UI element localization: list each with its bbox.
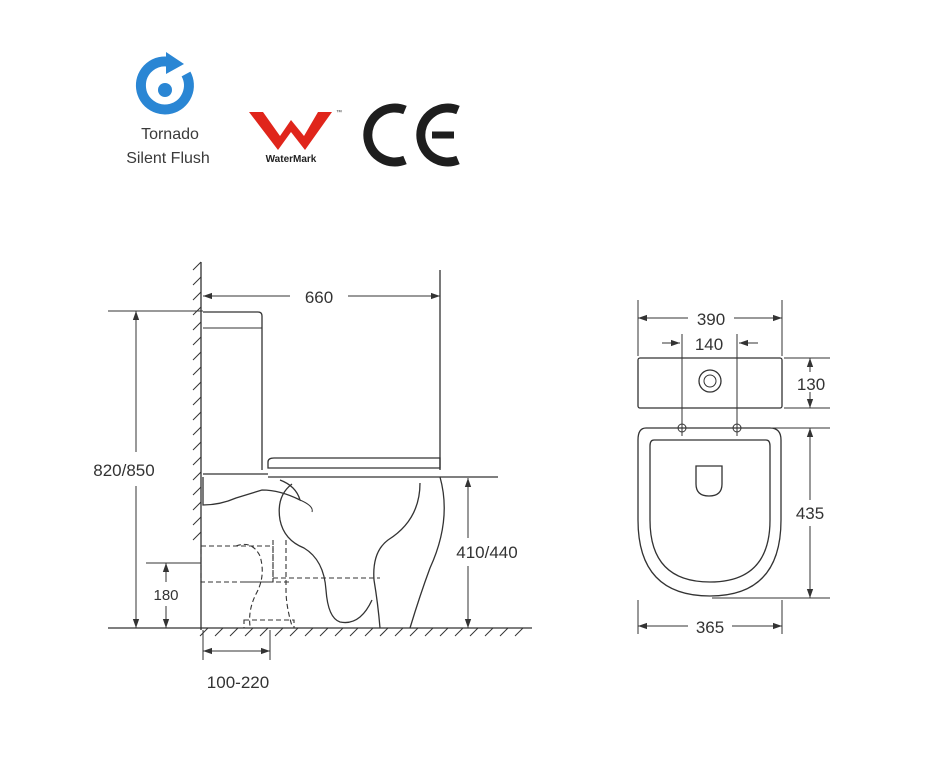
bowl-outlet-outline	[695, 465, 723, 497]
tornado-logo-line1: Tornado	[141, 126, 199, 143]
bowl-body	[202, 476, 445, 629]
ce-e-letter	[416, 103, 460, 167]
dim-depth: 660	[203, 288, 440, 307]
dim-overall-width: 390	[637, 300, 783, 356]
dim-rough-in: 100-220	[202, 630, 271, 692]
dim-rough-in-label: 100-220	[207, 673, 269, 692]
ce-c-letter	[363, 103, 407, 167]
dim-tank-depth: 130	[784, 357, 830, 409]
cistern-outline	[203, 311, 268, 475]
dim-overall-width-label: 390	[697, 310, 725, 329]
dim-bowl-depth: 435	[712, 427, 830, 599]
dim-total-height: 820/850	[93, 310, 203, 628]
seat-lid	[267, 270, 498, 478]
tornado-logo-line2: Silent Flush	[126, 150, 210, 167]
dim-total-height-label: 820/850	[93, 461, 154, 480]
watermark-tm: ™	[336, 109, 342, 116]
side-view: 660 820/850 410/440 180 100-220	[93, 261, 532, 692]
dim-depth-label: 660	[305, 288, 333, 307]
tornado-logo: Tornado Silent Flush	[126, 52, 210, 167]
tank-top-outline	[637, 357, 783, 409]
dim-hole-spacing: 140	[662, 334, 758, 420]
dim-bowl-depth-label: 435	[796, 504, 824, 523]
concealed-trap-dashed	[200, 540, 380, 629]
dim-outlet-height: 180	[146, 562, 201, 628]
wall-hatching	[192, 261, 202, 541]
watermark-logo: WaterMark ™	[249, 109, 342, 165]
top-view: 390 140 130 435	[637, 300, 830, 637]
bowl-outer-outline	[637, 427, 782, 597]
bowl-inner-outline	[649, 439, 771, 583]
dim-bowl-width: 365	[637, 600, 783, 637]
dim-outlet-height-label: 180	[153, 587, 178, 604]
tornado-swirl-icon	[135, 52, 194, 115]
floor-hatching	[199, 627, 524, 637]
dim-hole-spacing-label: 140	[695, 335, 723, 354]
dim-seat-height-label: 410/440	[456, 543, 517, 562]
flush-button-icon	[698, 369, 722, 393]
dim-bowl-width-label: 365	[696, 618, 724, 637]
dim-seat-height: 410/440	[456, 478, 518, 628]
watermark-w-icon	[249, 112, 332, 150]
ce-mark-logo	[363, 103, 460, 167]
dim-tank-depth-label: 130	[797, 375, 825, 394]
watermark-label: WaterMark	[266, 154, 317, 165]
